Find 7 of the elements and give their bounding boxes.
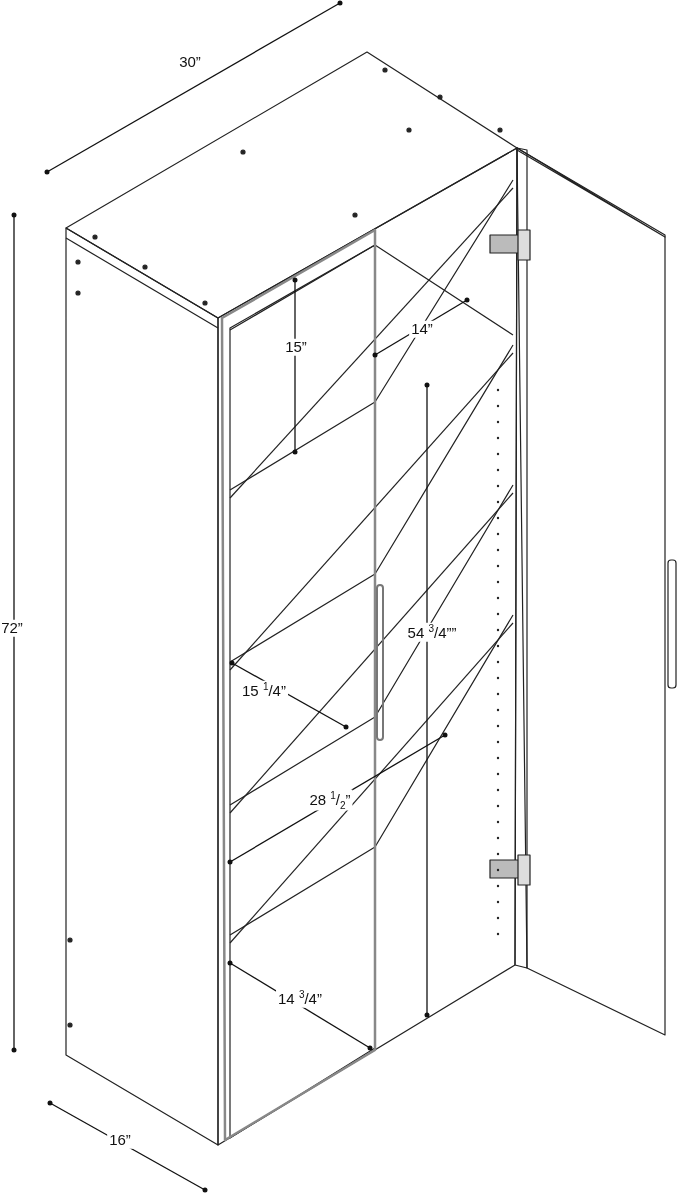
dimension-label: 14 $^{3}$/4” — [276, 988, 324, 1008]
dimension-label: 54 $^{3}$/4”” — [405, 622, 459, 642]
dimension-label: 16” — [107, 1131, 133, 1149]
dimension-label: 15” — [283, 338, 309, 356]
dimension-label: 72” — [0, 619, 25, 637]
dimension-label: 28 $^{1}$/$_{2}$” — [307, 789, 353, 811]
dimension-label: 14” — [409, 320, 435, 338]
